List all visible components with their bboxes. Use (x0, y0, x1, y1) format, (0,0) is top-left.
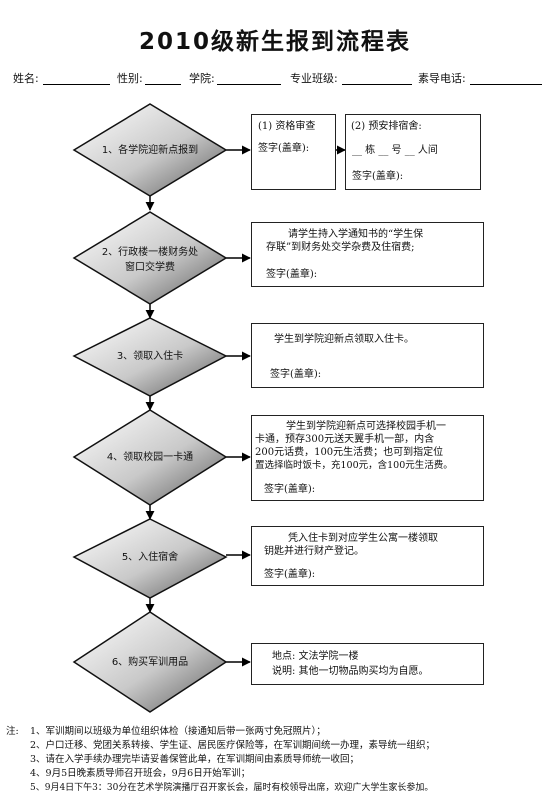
dorm-room-blanks: __ 栋 __ 号 __ 人间 (352, 145, 438, 156)
tuition-payment-box: 请学生持入学通知书的“学生保 存联”到财务处交学杂费及住宿费; 签字(盖章): (251, 222, 484, 287)
tuition-text-line2: 存联”到财务处交学杂费及住宿费; (266, 242, 415, 253)
qualification-review-box: (1) 资格审查 签字(盖章): (251, 114, 336, 190)
phone-blank[interactable] (470, 84, 542, 85)
step-5-label: 5、入住宿舍 (121, 552, 179, 563)
qualification-sign-label: 签字(盖章): (258, 143, 310, 154)
page-title: 2010级新生报到流程表 (138, 29, 411, 55)
campus-card-text-line1: 学生到学院迎新点可选择校园手机一 (286, 421, 446, 432)
college-blank[interactable] (217, 84, 281, 85)
resident-card-box: 学生到学院迎新点领取入住卡。 签字(盖章): (251, 323, 484, 388)
step-2-label: 2、行政楼一楼财务处 窗口交学费 (82, 245, 218, 275)
supplies-note: 说明: 其他一切物品购买均为自愿。 (272, 666, 429, 677)
dorm-checkin-sign-label: 签字(盖章): (264, 569, 316, 580)
dorm-checkin-box: 凭入住卡到对应学生公寓一楼领取 钥匙并进行财产登记。 签字(盖章): (251, 526, 484, 586)
dorm-arrangement-box: (2) 预安排宿舍: __ 栋 __ 号 __ 人间 签字(盖章): (345, 114, 481, 190)
qualification-review-title: (1) 资格审查 (258, 121, 316, 132)
step-1-label: 1、各学院迎新点报到 (101, 145, 199, 156)
note-5: 5、9月4日下午3：30分在艺术学院演播厅召开家长会，届时有校领导出席，欢迎广大… (30, 783, 434, 793)
phone-label: 素导电话: (418, 72, 466, 85)
note-3: 3、请在入学手续办理完毕请妥善保管此单，在军训期间由素质导师统一收回； (30, 754, 360, 765)
dorm-checkin-text-line1: 凭入住卡到对应学生公寓一楼领取 (288, 533, 438, 544)
notes-section: 注: 1、军训期间以班级为单位组织体检（接通知后带一张两寸免冠照片）； 2、户口迁… (6, 725, 435, 795)
campus-card-box: 学生到学院迎新点可选择校园手机一 卡通，预存300元送天翼手机一部，内含 200… (251, 415, 484, 501)
step-6-label: 6、购买军训用品 (111, 657, 189, 668)
step-6-diamond (72, 611, 228, 713)
step-2-label-line2: 窗口交学费 (125, 262, 175, 273)
step-1-diamond (72, 103, 228, 197)
major-class-blank[interactable] (342, 84, 412, 85)
major-class-label: 专业班级: (290, 72, 338, 85)
campus-card-text-line4: 置选择临时饭卡，充100元，含100元生活费。 (255, 460, 453, 471)
campus-card-sign-label: 签字(盖章): (264, 484, 316, 495)
dorm-checkin-text-line2: 钥匙并进行财产登记。 (264, 546, 364, 557)
training-supplies-box: 地点: 文法学院一楼 说明: 其他一切物品购买均为自愿。 (251, 643, 484, 685)
tuition-sign-label: 签字(盖章): (266, 269, 318, 280)
step-2-diamond (72, 211, 228, 305)
notes-lead: 注: (6, 726, 19, 737)
step-3-label: 3、领取入住卡 (116, 351, 184, 362)
dorm-sign-label: 签字(盖章): (352, 171, 404, 182)
supplies-location: 地点: 文法学院一楼 (272, 651, 359, 662)
dorm-arrangement-title: (2) 预安排宿舍: (351, 121, 422, 132)
name-label: 姓名: (13, 72, 39, 85)
step-2-label-line1: 2、行政楼一楼财务处 (101, 247, 199, 258)
campus-card-text-line3: 200元话费，100元生活费；也可到指定位 (255, 447, 444, 458)
step-5-diamond (72, 518, 228, 599)
campus-card-text-line2: 卡通，预存300元送天翼手机一部，内含 (255, 434, 435, 445)
resident-card-sign-label: 签字(盖章): (270, 369, 322, 380)
step-4-diamond (72, 409, 228, 506)
note-4: 4、9月5日晚素质导师召开班会，9月6日开始军训； (30, 768, 251, 779)
name-blank[interactable] (43, 84, 110, 85)
college-label: 学院: (189, 72, 215, 85)
tuition-text-line1: 请学生持入学通知书的“学生保 (288, 229, 424, 240)
gender-label: 性别: (117, 72, 143, 85)
note-2: 2、户口迁移、党团关系转接、学生证、居民医疗保险等，在军训期间统一办理，素导统一… (30, 740, 436, 751)
step-4-label: 4、领取校园一卡通 (106, 452, 194, 463)
note-1: 1、军训期间以班级为单位组织体检（接通知后带一张两寸免冠照片）； (30, 726, 326, 737)
resident-card-text: 学生到学院迎新点领取入住卡。 (274, 334, 414, 345)
step-3-diamond (72, 317, 228, 397)
gender-blank[interactable] (145, 84, 181, 85)
